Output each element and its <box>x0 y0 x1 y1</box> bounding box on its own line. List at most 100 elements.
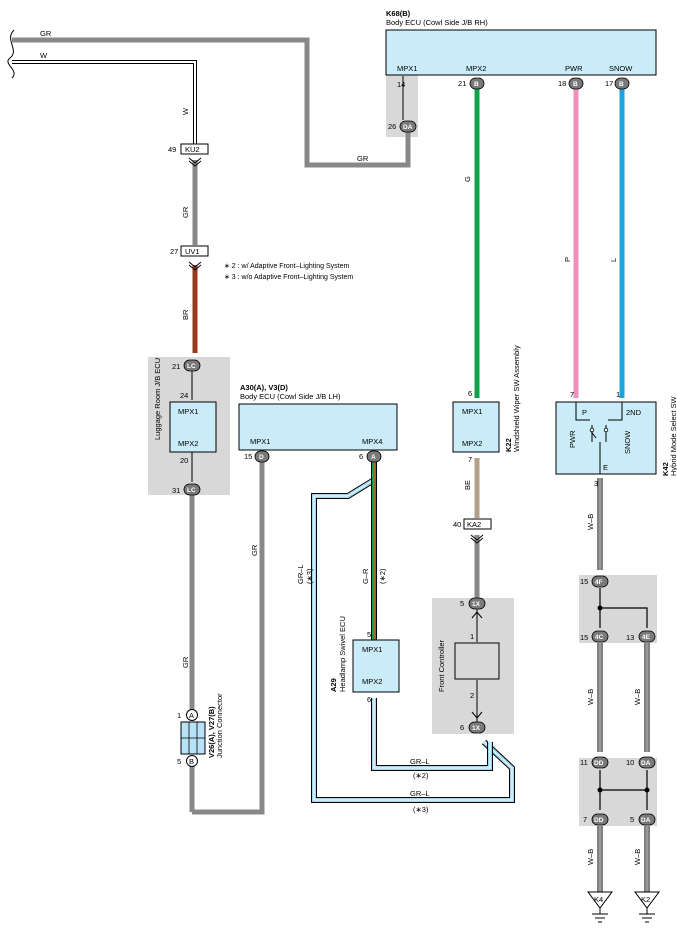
label-s2-vert: (∗2) <box>378 568 387 584</box>
k68-pin21: 21 <box>458 79 466 88</box>
jc2-pin11: 11 <box>580 758 588 767</box>
k68-pin14: 14 <box>397 80 405 89</box>
lrecu-conn-31 <box>183 483 201 496</box>
label-wb-2: W–B <box>586 689 595 705</box>
ground-k4 <box>587 891 613 923</box>
label-gr-ku2: GR <box>181 206 190 218</box>
note-2: ∗ 2 : w/ Adaptive Front–Lighting System <box>224 263 349 270</box>
k68-conn-17 <box>614 77 630 90</box>
wire-grl-2-core <box>373 698 491 769</box>
label-be: BE <box>463 480 472 490</box>
label-s3-vert: (∗3) <box>305 568 314 584</box>
k22-box <box>452 401 500 453</box>
k68-name: Body ECU (Cowl Side J/B RH) <box>386 18 488 27</box>
k68-conn-18 <box>568 77 584 90</box>
ka2-pin: 40 <box>453 520 461 529</box>
ka2-label: KA2 <box>467 520 481 529</box>
label-wb-1: W–B <box>586 514 595 530</box>
front-conn-6-label: 1X <box>472 725 481 732</box>
a30-mpx4: MPX4 <box>362 437 382 446</box>
uv1-chevron <box>188 261 202 271</box>
front-name: Front Controller <box>437 639 446 692</box>
jc2-conn-dd-bot <box>591 813 609 826</box>
label-wb-5: W–B <box>633 849 642 865</box>
label-w-top: W <box>40 51 48 60</box>
jc2-conn-dd-top-label: DD <box>594 760 604 767</box>
a29-id: A29 <box>329 678 338 692</box>
k22-mpx1: MPX1 <box>462 407 482 416</box>
wire-gr-mpx1 <box>192 460 265 815</box>
front-arrow-top <box>471 611 483 619</box>
lrecu-mpx1: MPX1 <box>178 407 198 416</box>
jc2-conn-dd-bot-label: DD <box>594 817 604 824</box>
lrecu-pin20: 20 <box>180 456 188 465</box>
a30-name: Body ECU (Cowl Side J/B LH) <box>240 392 341 401</box>
k42-pin7: 7 <box>570 390 574 399</box>
k42-id: K42 <box>661 462 670 476</box>
jc2-pin5: 5 <box>630 815 634 824</box>
label-grl-3: GR–L <box>410 789 430 798</box>
k22-pin6: 6 <box>468 389 472 398</box>
label-gr-mid: GR <box>357 154 369 163</box>
a29-pin5: 5 <box>367 630 371 639</box>
front-conn-5 <box>468 597 486 610</box>
wire-w <box>12 61 196 145</box>
jc2-conn-da-top <box>638 756 656 769</box>
k42-2nd: 2ND <box>626 408 642 417</box>
a29-box <box>352 639 400 693</box>
k68-pin17: 17 <box>605 79 613 88</box>
label-grl-vert: GR–L <box>296 564 305 584</box>
lrecu-name: Luggage Room J/B ECU <box>153 358 162 440</box>
jc1-conn-4c-label: 4C <box>595 634 604 641</box>
k42-e: E <box>603 463 608 472</box>
label-s2: (∗2) <box>413 771 429 780</box>
lrecu-pin21: 21 <box>172 362 180 371</box>
k68-mpx1: MPX1 <box>397 64 417 73</box>
k68-snow: SNOW <box>609 64 633 73</box>
front-pin2: 2 <box>470 691 474 700</box>
label-l: L <box>609 258 618 262</box>
wire-w-outline <box>12 60 197 145</box>
jc1-conn-4f <box>591 575 609 588</box>
k68-pin18: 18 <box>558 79 566 88</box>
k68-conn-21-label: B <box>474 81 479 88</box>
a30-pin15: 15 <box>244 452 252 461</box>
jc2-conn-da-bot-label: DA <box>641 817 651 824</box>
jc1-conn-4e-label: 4E <box>642 634 651 641</box>
wire-break-mark <box>7 29 15 79</box>
front-box <box>454 642 500 680</box>
jc1-pin15a: 15 <box>580 577 588 586</box>
junction-2-dot-b <box>644 787 650 793</box>
k68-conn-21 <box>469 77 485 90</box>
v26-conn-b-label: B <box>189 757 194 766</box>
label-br: BR <box>181 309 190 320</box>
jc1-conn-4e <box>638 630 656 643</box>
jc2-conn-da-bot <box>638 813 656 826</box>
a30-pin6: 6 <box>359 452 363 461</box>
jc2-conn-dd-top <box>591 756 609 769</box>
a30-ecu-box <box>238 403 398 451</box>
uv1-label: UV1 <box>185 247 200 256</box>
k68-conn-17-label: B <box>619 81 624 88</box>
a29-name: Headlamp Swivel ECU <box>338 616 347 692</box>
lrecu-pin31: 31 <box>172 486 180 495</box>
label-g: G <box>463 176 472 182</box>
v26-conn-b <box>186 755 198 767</box>
front-pin5: 5 <box>460 599 464 608</box>
ground-k2-label: K2 <box>641 895 650 904</box>
ku2-pin: 49 <box>168 145 176 154</box>
ka2-chevron <box>470 534 484 544</box>
v26-conn-a-label: A <box>189 711 194 720</box>
a30-conn-15-label: D <box>259 454 264 461</box>
label-wb-4: W–B <box>586 849 595 865</box>
label-s3: (∗3) <box>413 805 429 814</box>
k68-pin26: 26 <box>388 122 396 131</box>
label-p: P <box>563 257 572 262</box>
lrecu-pin24: 24 <box>180 391 188 400</box>
jc2-pin10: 10 <box>626 758 634 767</box>
v26-id: V26(A), V27(B) <box>207 706 216 758</box>
label-wb-3: W–B <box>633 689 642 705</box>
k42-contact-snow <box>603 427 609 433</box>
jc1-pin13: 13 <box>626 633 634 642</box>
